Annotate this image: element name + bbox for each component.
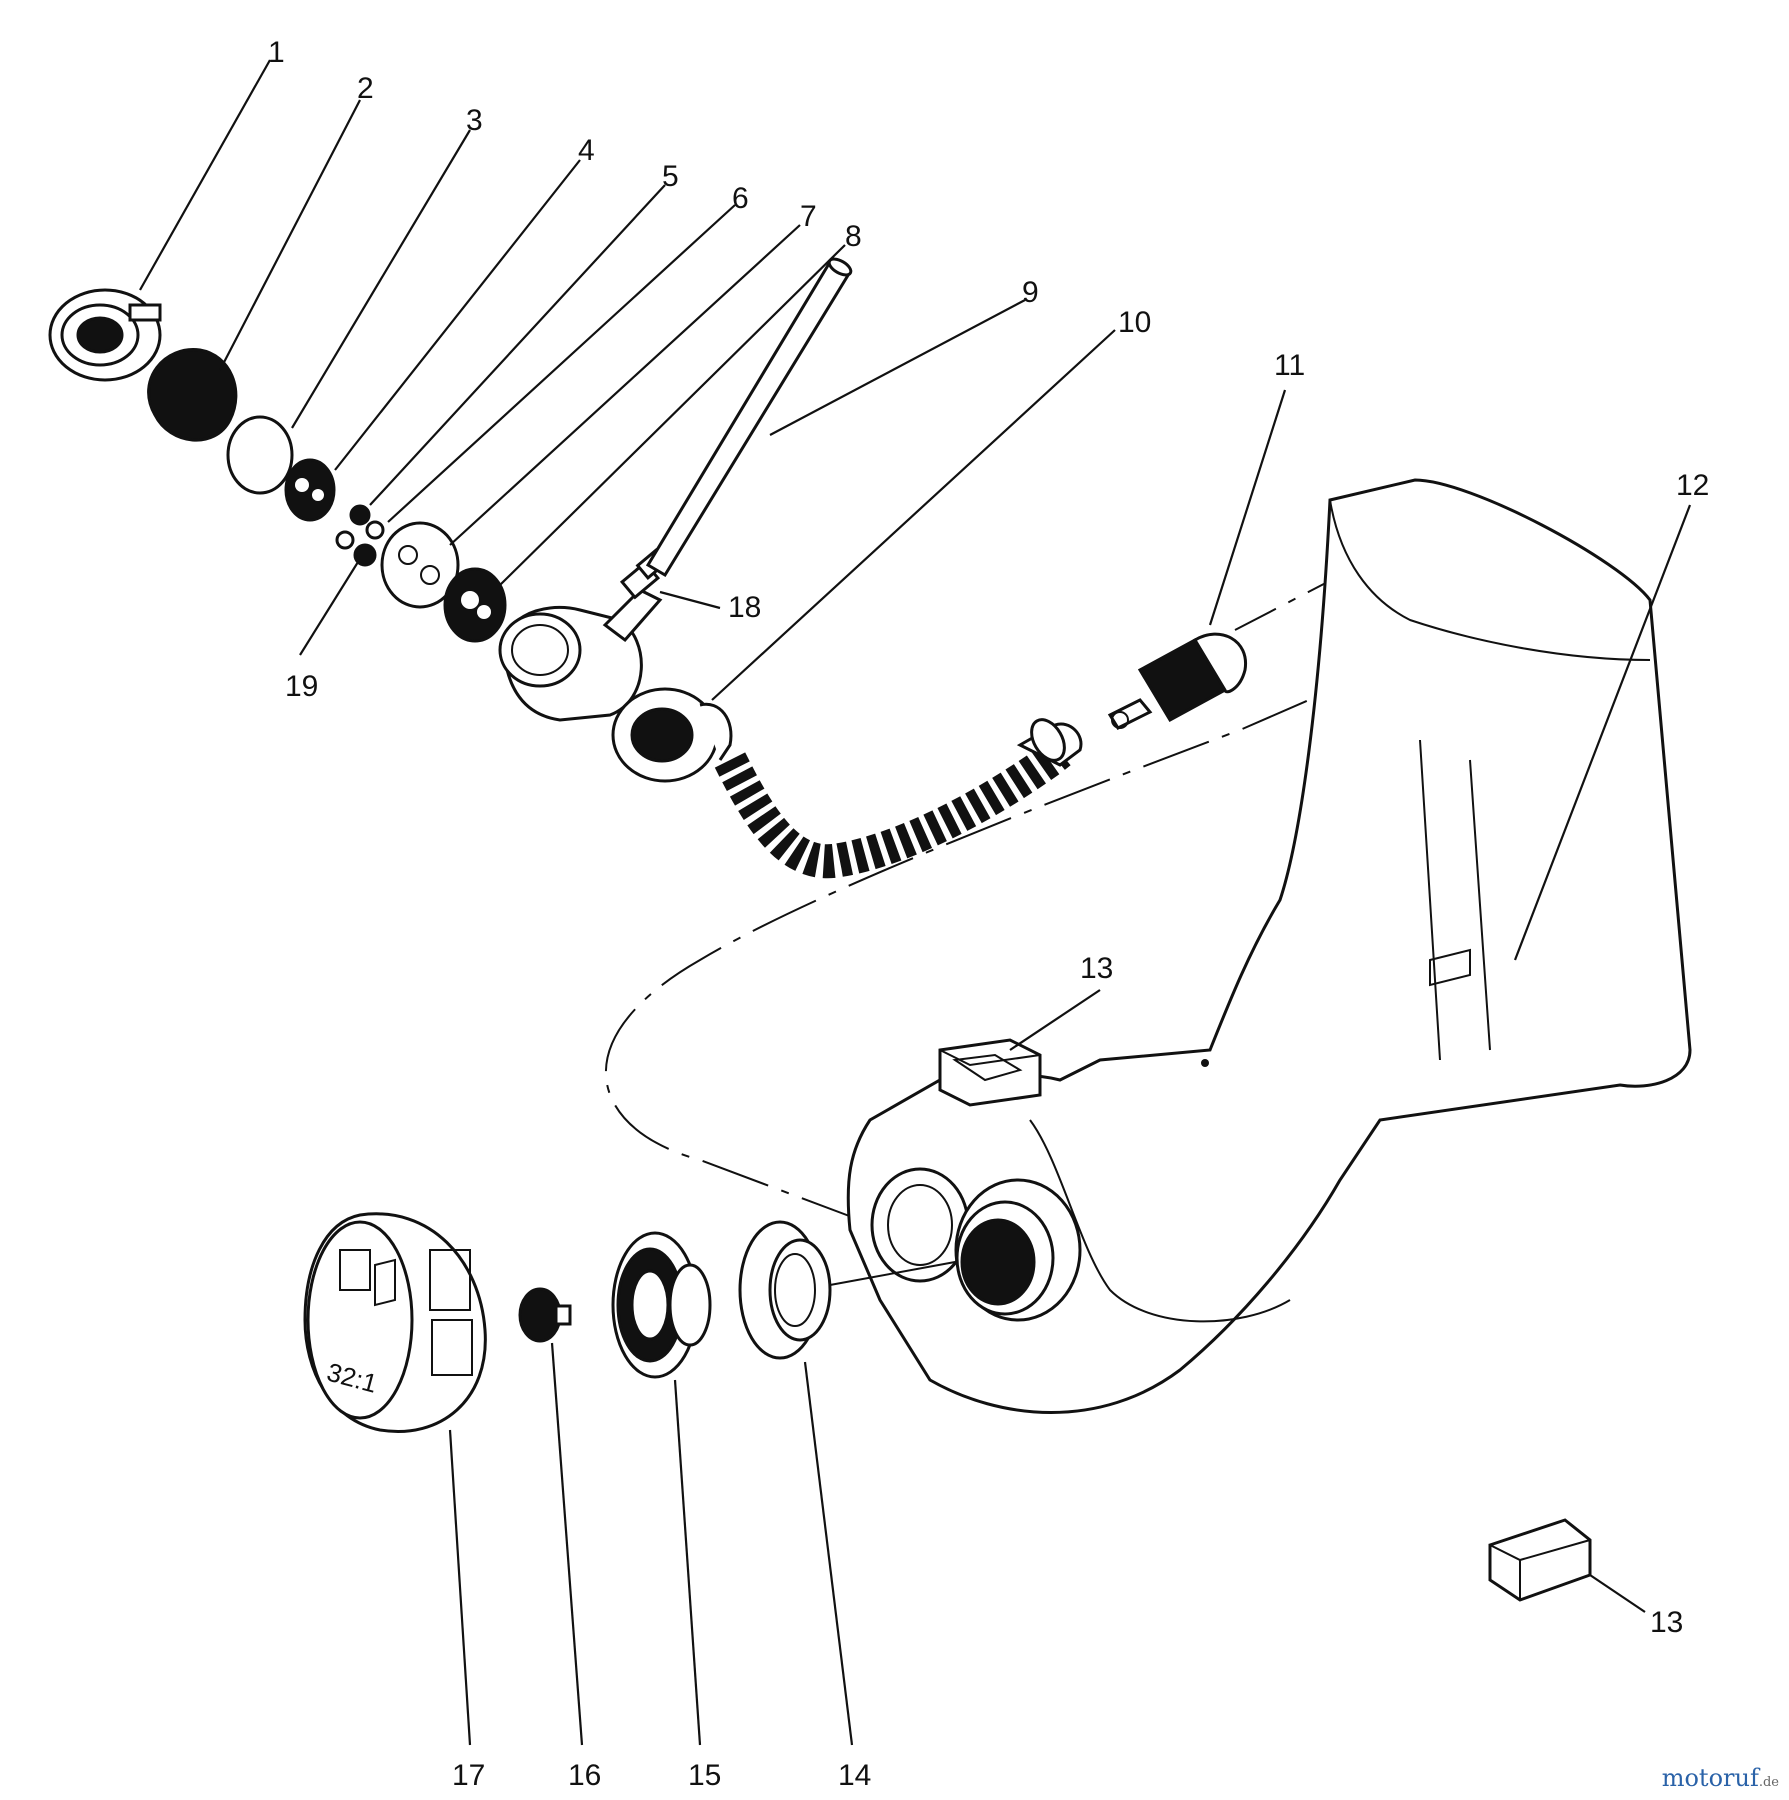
callout-4: 4 xyxy=(578,134,595,167)
leader-11 xyxy=(1208,389,1287,626)
part-17-fuel-cap: 32:1 xyxy=(303,1212,487,1433)
part-11-fuel-filter xyxy=(1107,632,1247,730)
watermark-tld: .de xyxy=(1758,1775,1779,1790)
leader-17 xyxy=(448,1429,472,1746)
callout-8: 8 xyxy=(845,220,862,253)
part-19-valve-ring xyxy=(335,530,355,550)
part-15-filter-screen xyxy=(611,1231,712,1379)
part-5-check-valve xyxy=(349,504,371,526)
leader-8 xyxy=(499,244,846,586)
leader-19 xyxy=(299,561,359,656)
leader-2 xyxy=(219,99,361,371)
callout-14: 14 xyxy=(838,1759,871,1792)
leader-6 xyxy=(387,204,736,523)
leader-7 xyxy=(449,224,801,546)
callout-17: 17 xyxy=(452,1759,485,1792)
part-16-vent xyxy=(518,1287,572,1343)
leader-13a xyxy=(1009,989,1101,1051)
part-7-valve-body xyxy=(380,521,460,609)
watermark-brand: motoruf xyxy=(1661,1764,1759,1792)
leader-12 xyxy=(1513,504,1692,961)
part-8-gasket xyxy=(443,567,507,643)
part-3-primer-disc xyxy=(226,415,294,495)
fuel-hose-end-fitting xyxy=(1016,718,1083,767)
leader-15 xyxy=(673,1379,702,1746)
leader-16 xyxy=(550,1342,584,1746)
callout-13-upper: 13 xyxy=(1080,952,1113,985)
callout-16: 16 xyxy=(568,1759,601,1792)
callout-9: 9 xyxy=(1022,276,1039,309)
part-12-fuel-tank xyxy=(846,478,1692,1414)
callout-5: 5 xyxy=(662,160,679,193)
callout-19: 19 xyxy=(285,670,318,703)
leader-1 xyxy=(139,59,271,291)
watermark-logo: motoruf.de xyxy=(1662,1764,1779,1792)
part-1-primer-nut xyxy=(48,288,162,382)
leader-14 xyxy=(803,1361,854,1746)
callout-13-lower: 13 xyxy=(1650,1606,1683,1639)
callout-1: 1 xyxy=(268,36,285,69)
callout-11: 11 xyxy=(1274,349,1305,382)
part-6-valve-ring xyxy=(365,520,385,540)
callout-15: 15 xyxy=(688,1759,721,1792)
leader-13b xyxy=(1589,1574,1646,1613)
part-2-primer-bulb xyxy=(147,348,238,442)
primer-housing xyxy=(498,588,663,722)
leader-4 xyxy=(334,159,581,471)
callout-7: 7 xyxy=(800,200,817,233)
leader-18 xyxy=(659,590,721,610)
part-14-filler-grommet xyxy=(738,1220,956,1360)
part-10-grommet xyxy=(611,687,733,783)
callout-6: 6 xyxy=(732,182,749,215)
leader-10 xyxy=(711,329,1116,701)
part-4-gasket xyxy=(284,458,336,522)
callout-2: 2 xyxy=(357,72,374,105)
part-13-mount-upper xyxy=(938,1038,1042,1107)
callout-10: 10 xyxy=(1118,306,1151,339)
callout-3: 3 xyxy=(466,104,483,137)
fuel-hose xyxy=(714,738,1071,879)
leader-5 xyxy=(369,184,666,506)
callout-12: 12 xyxy=(1676,469,1709,502)
part-13-mount-lower xyxy=(1488,1518,1592,1602)
callout-18: 18 xyxy=(728,591,761,624)
part-9-fuel-tube xyxy=(645,257,853,578)
part-19-valve xyxy=(353,543,377,567)
leader-3 xyxy=(291,129,471,429)
leader-9 xyxy=(769,299,1026,436)
